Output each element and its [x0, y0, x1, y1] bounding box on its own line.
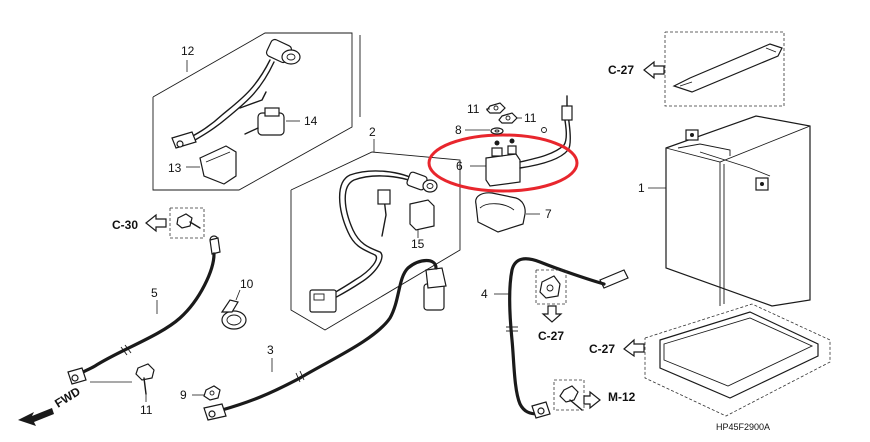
drawing-code: HP45F2900A [716, 422, 770, 432]
callout-1: 1 [638, 181, 645, 195]
callout-2: 2 [369, 125, 376, 139]
ref-c27-top[interactable]: C-27 [608, 63, 634, 77]
callout-16: 15 [411, 237, 425, 251]
cable-3[interactable] [203, 258, 447, 421]
callout-11b: 11 [524, 111, 537, 125]
callout-6: 6 [456, 159, 463, 173]
bolt-m12[interactable] [553, 379, 601, 411]
battery-tray-box[interactable] [623, 303, 831, 417]
callout-10: 10 [240, 277, 254, 291]
callout-5: 5 [151, 286, 158, 300]
callout-13: 12 [181, 44, 195, 58]
cable-4[interactable] [494, 257, 629, 419]
bolt-12[interactable] [90, 363, 155, 402]
nut-11-pair[interactable] [486, 102, 522, 124]
bolt-c30[interactable] [145, 207, 205, 239]
ref-c27-mid[interactable]: C-27 [538, 329, 564, 343]
relay-holder-7[interactable] [475, 192, 540, 233]
ref-m12[interactable]: M-12 [608, 390, 636, 404]
callout-8: 8 [455, 123, 462, 137]
fwd-arrow [18, 408, 54, 426]
harness-2-group[interactable] [290, 139, 461, 331]
callout-4: 4 [481, 287, 488, 301]
nut-9[interactable] [192, 385, 221, 401]
battery-band-box[interactable] [643, 31, 785, 107]
callout-11a: 11 [467, 102, 480, 116]
ref-c27-tray[interactable]: C-27 [589, 342, 615, 356]
callout-14: 13 [168, 161, 182, 175]
callout-7: 7 [545, 207, 552, 221]
ref-c30[interactable]: C-30 [112, 218, 138, 232]
starter-relay-6[interactable] [470, 95, 573, 187]
fwd-label: FWD [52, 384, 83, 411]
callout-3: 3 [267, 343, 274, 357]
harness-13-group[interactable] [152, 32, 361, 191]
callout-9: 9 [180, 388, 187, 402]
band-10[interactable] [220, 289, 247, 330]
cable-5[interactable] [67, 235, 221, 385]
highlight-ellipse [427, 133, 579, 193]
callout-12: 11 [140, 403, 153, 417]
battery-1[interactable] [648, 115, 811, 307]
clip-c27-mid[interactable] [535, 269, 567, 323]
callout-15: 14 [304, 114, 318, 128]
washer-8[interactable] [465, 127, 504, 135]
